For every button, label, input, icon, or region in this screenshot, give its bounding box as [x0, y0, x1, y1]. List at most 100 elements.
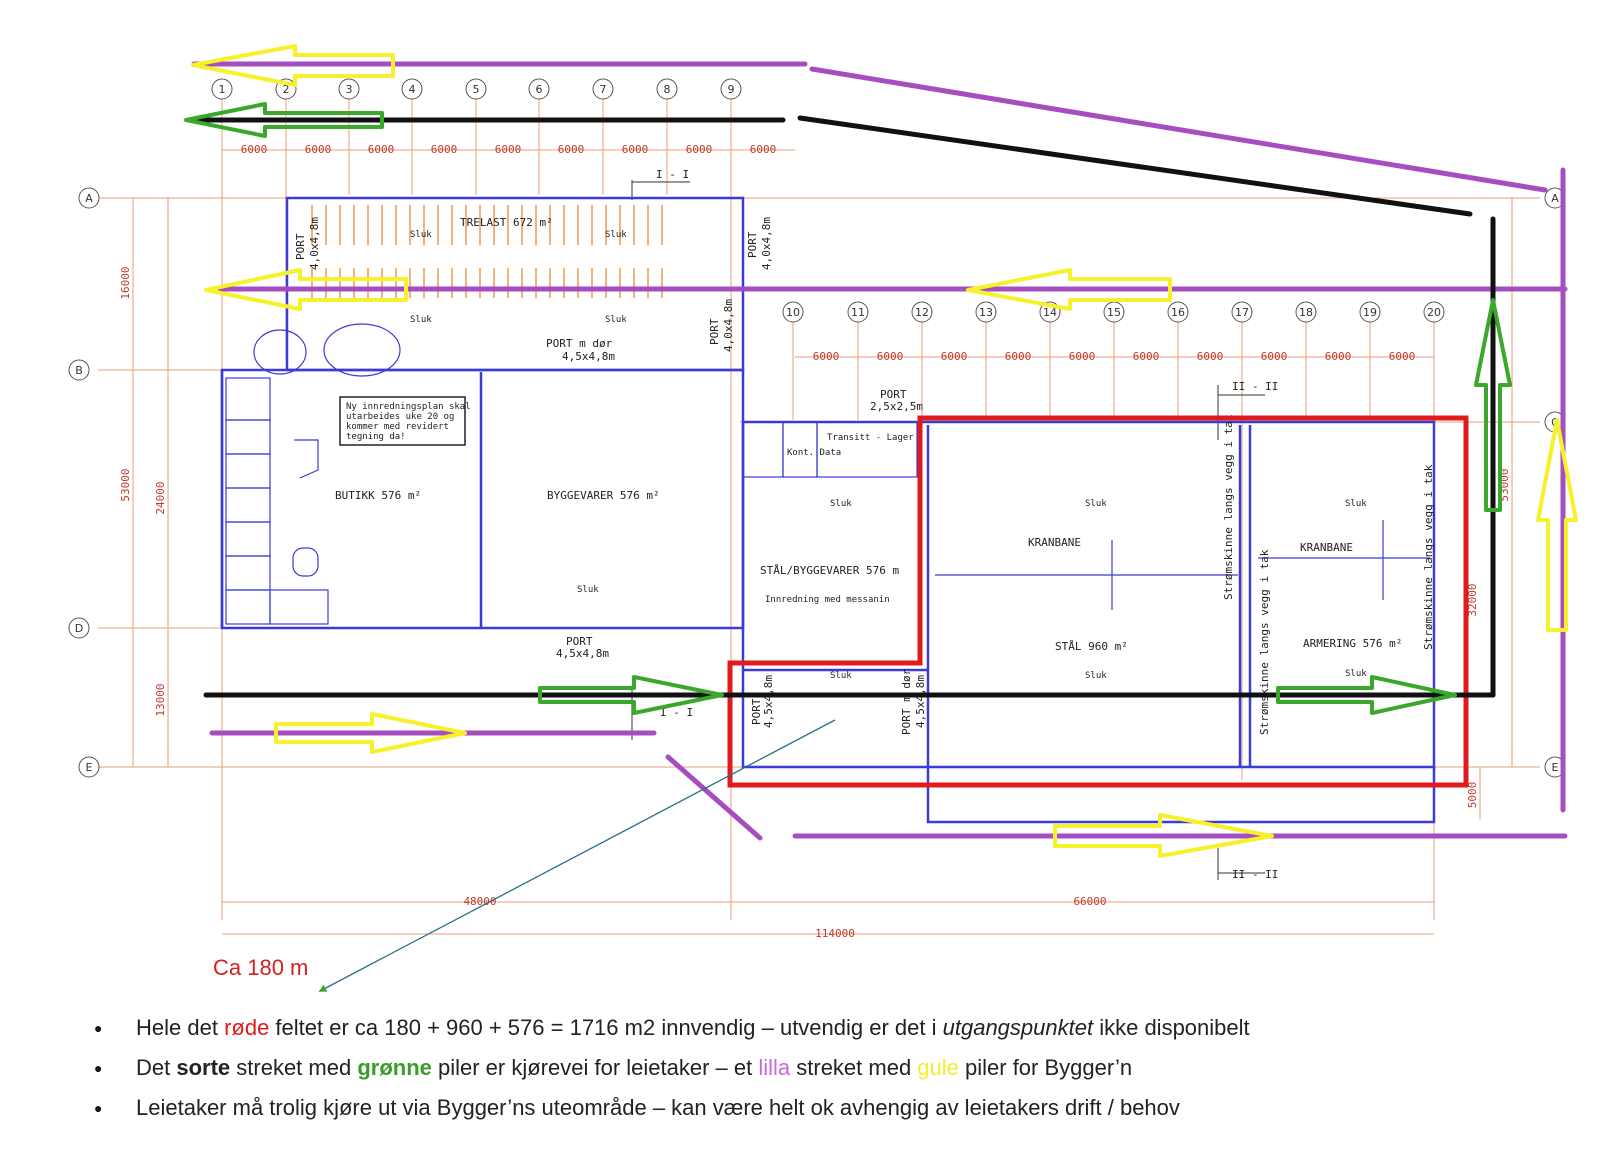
port-label: PORT m dør — [900, 668, 913, 735]
annotation-pointer — [318, 719, 836, 992]
sluk-label: Sluk — [830, 499, 852, 509]
port-size: 2,5x2,5m — [870, 400, 923, 413]
dim-label: 6000 — [368, 143, 395, 156]
dim-label: 6000 — [1069, 350, 1096, 363]
sluk-label: Sluk — [1085, 671, 1107, 681]
dim-label: 16000 — [119, 266, 132, 299]
dim-label: 6000 — [431, 143, 458, 156]
rail-label: Strømskinne langs vegg i tak — [1222, 414, 1235, 600]
dim-label: 6000 — [241, 143, 268, 156]
yellow-arrow-right — [1053, 813, 1274, 858]
port-label: PORT — [294, 233, 307, 260]
note-item: Hele det røde feltet er ca 180 + 960 + 5… — [92, 1008, 1532, 1048]
building-walls — [220, 196, 1436, 824]
building-details — [225, 323, 1430, 625]
dim-label: 66000 — [1073, 895, 1106, 908]
row-label: E — [86, 761, 93, 774]
sluk-label: Sluk — [830, 671, 852, 681]
note-text: ikke disponibelt — [1093, 1015, 1250, 1040]
yellow-arrow-right — [274, 712, 467, 754]
dim-label: 6000 — [750, 143, 777, 156]
column-label: 4 — [409, 83, 416, 96]
port-label: PORT m dør — [546, 337, 613, 350]
dim-label: 6000 — [813, 350, 840, 363]
column-label: 11 — [851, 306, 865, 319]
room-label-trelast: TRELAST 672 m² — [460, 216, 553, 229]
note-text: Leietaker må trolig kjøre ut via Bygger’… — [136, 1095, 1180, 1120]
section-label: I - I — [656, 168, 689, 181]
note-italic-word: utgangspunktet — [942, 1015, 1094, 1040]
info-box-line: tegning da! — [346, 432, 406, 442]
column-label: 3 — [346, 83, 353, 96]
sluk-label: Sluk — [605, 315, 627, 325]
dimension-labels: 6000 6000 6000 6000 6000 6000 6000 6000 … — [119, 143, 1511, 940]
column-label: 20 — [1427, 306, 1441, 319]
dim-label: 6000 — [941, 350, 968, 363]
dim-label: 53000 — [119, 468, 132, 501]
port-size: 4,5x4,8m — [562, 350, 615, 363]
info-box-line: kommer med revidert — [346, 422, 449, 432]
red-area-outline — [727, 415, 1469, 788]
room-label-stal-byggevarer: STÅL/BYGGEVARER 576 m — [760, 564, 899, 577]
dim-label: 6000 — [1005, 350, 1032, 363]
yellow-arrow-up — [1536, 418, 1578, 632]
note-text: streket med — [230, 1055, 358, 1080]
grid-bubbles-rows — [68, 187, 1566, 778]
dim-label: 24000 — [154, 481, 167, 514]
green-arrow-right — [538, 675, 724, 715]
port-size: 4,0x4,8m — [308, 217, 321, 270]
note-text: Hele det — [136, 1015, 225, 1040]
dim-label: 6000 — [622, 143, 649, 156]
yellow-arrow-left — [191, 44, 395, 87]
note-red-word: røde — [224, 1015, 270, 1040]
note-item: Leietaker må trolig kjøre ut via Bygger’… — [92, 1088, 1532, 1128]
yellow-arrow-left — [204, 268, 408, 311]
column-label: 7 — [600, 83, 607, 96]
sluk-labels: Sluk Sluk Sluk Sluk Sluk Sluk Sluk Sluk … — [410, 230, 1367, 681]
info-box-line: utarbeides uke 20 og — [346, 412, 454, 422]
sluk-label: Sluk — [1085, 499, 1107, 509]
column-label: 6 — [536, 83, 543, 96]
info-box-line: Ny innredningsplan skal — [346, 402, 471, 412]
column-label: 18 — [1299, 306, 1313, 319]
column-label: 9 — [728, 83, 735, 96]
port-size: 4,5x4,8m — [914, 675, 927, 728]
room-label-butikk: BUTIKK 576 m² — [335, 489, 421, 502]
column-label: 17 — [1235, 306, 1249, 319]
notes-list: Hele det røde feltet er ca 180 + 960 + 5… — [92, 1008, 1532, 1128]
column-label: 12 — [915, 306, 929, 319]
rail-label: Strømskinne langs vegg i tak — [1422, 464, 1435, 650]
room-label-kont: Kont. Data — [787, 448, 841, 458]
port-label: PORT — [566, 635, 593, 648]
dim-label: 48000 — [463, 895, 496, 908]
port-size: 4,0x4,8m — [760, 217, 773, 270]
column-label: 1 — [219, 83, 226, 96]
sluk-label: Sluk — [410, 230, 432, 240]
dim-label: 6000 — [1325, 350, 1352, 363]
dim-label: 6000 — [305, 143, 332, 156]
row-label: D — [75, 622, 83, 635]
sluk-label: Sluk — [1345, 499, 1367, 509]
dim-label: 6000 — [1197, 350, 1224, 363]
dim-label: 32000 — [1466, 583, 1479, 616]
note-green-word: grønne — [357, 1055, 432, 1080]
green-arrow-up — [1474, 298, 1512, 512]
dim-label: 6000 — [1133, 350, 1160, 363]
column-label: 10 — [786, 306, 800, 319]
row-label: E — [1552, 761, 1559, 774]
dim-label: 6000 — [1389, 350, 1416, 363]
section-label: II - II — [1232, 868, 1278, 881]
column-label: 5 — [473, 83, 480, 96]
row-label: A — [1551, 192, 1559, 205]
dim-label: 114000 — [815, 927, 855, 940]
column-label: 16 — [1171, 306, 1185, 319]
note-bold-word: sorte — [176, 1055, 231, 1080]
column-label: 14 — [1043, 306, 1057, 319]
rail-label: Strømskinne langs vegg i tak — [1258, 549, 1271, 735]
port-label: PORT — [750, 698, 763, 725]
dim-label: 5000 — [1466, 782, 1479, 809]
row-label: A — [85, 192, 93, 205]
note-text: Det — [136, 1055, 177, 1080]
column-label: 8 — [664, 83, 671, 96]
note-text: piler er kjørevei for leietaker – et — [431, 1055, 759, 1080]
